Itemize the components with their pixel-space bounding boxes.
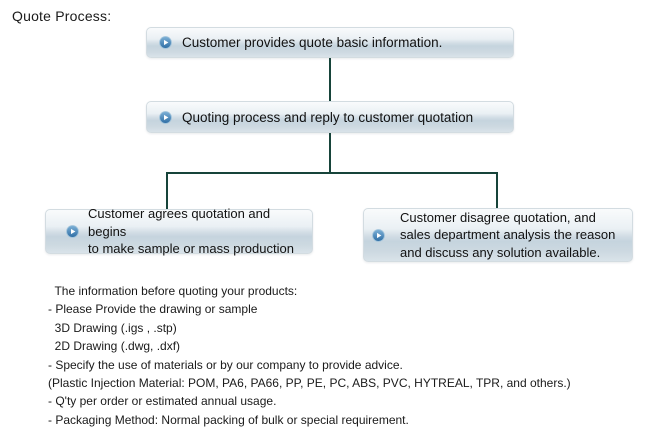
notes-line: (Plastic Injection Material: POM, PA6, P… [48, 376, 571, 391]
connector-node2-branch [329, 133, 331, 173]
notes-line: - Packaging Method: Normal packing of bu… [48, 412, 409, 427]
play-circle-icon [66, 225, 79, 238]
flow-node-label: Customer disagree quotation, and sales d… [400, 209, 616, 260]
flow-node-customer-agrees: Customer agrees quotation and begins to … [45, 206, 313, 256]
connector-node1-node2 [329, 57, 331, 101]
notes-line: - Please Provide the drawing or sample [48, 302, 258, 317]
notes-line: 3D Drawing (.igs , .stp) [48, 320, 177, 335]
flow-node-customer-disagrees: Customer disagree quotation, and sales d… [363, 208, 633, 262]
play-circle-icon [372, 228, 385, 242]
play-circle-icon [159, 36, 172, 49]
flow-node-quoting-process: Quoting process and reply to customer qu… [146, 101, 514, 133]
flow-node-label: Quoting process and reply to customer qu… [182, 109, 474, 125]
play-circle-icon [159, 110, 172, 124]
flow-node-label: Customer provides quote basic informatio… [182, 35, 443, 50]
flow-node-label: Customer agrees quotation and begins to … [88, 206, 294, 257]
quoting-info-notes: The information before quoting your prod… [48, 282, 571, 429]
flow-node-customer-info: Customer provides quote basic informatio… [146, 27, 514, 58]
notes-line: 2D Drawing (.dwg, .dxf) [48, 339, 181, 354]
connector-branch-right [496, 173, 498, 208]
notes-line: - Q'ty per order or estimated annual usa… [48, 394, 277, 409]
notes-line: - Specify the use of materials or by our… [48, 357, 403, 372]
connector-branch-horizontal [166, 172, 498, 174]
notes-line: The information before quoting your prod… [48, 284, 298, 298]
connector-branch-left [166, 173, 168, 209]
page-title: Quote Process: [12, 8, 112, 24]
